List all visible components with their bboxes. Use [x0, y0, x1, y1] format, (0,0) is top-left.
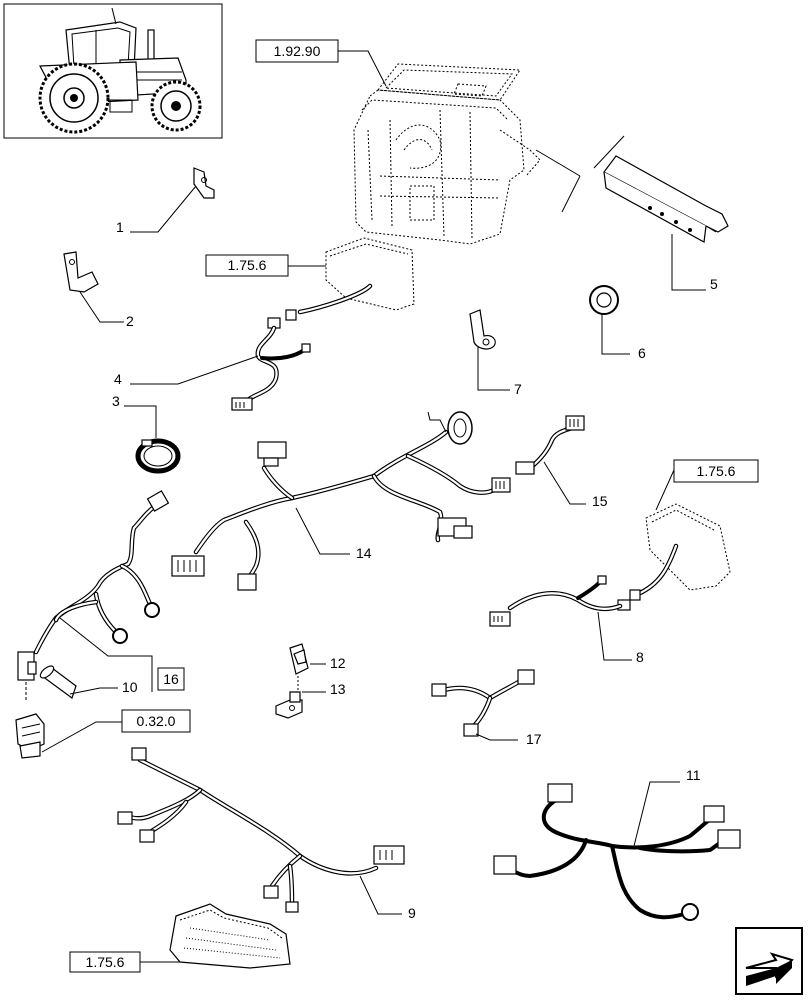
callout-14: 14: [356, 545, 372, 561]
callout-13: 13: [330, 681, 346, 697]
part-17-harness: 17: [431, 669, 542, 747]
callout-11: 11: [686, 767, 701, 783]
callout-10: 10: [122, 679, 138, 695]
part-9-harness: 9: [117, 747, 416, 921]
part-2-clip: 2: [63, 251, 134, 329]
part-6-grommet: 6: [589, 285, 646, 361]
part-4-harness: 4: [114, 283, 373, 411]
part-10-cap: 10: [39, 665, 138, 699]
callout-9: 9: [408, 905, 416, 921]
callout-8: 8: [636, 649, 644, 665]
callout-5: 5: [710, 276, 718, 292]
part-3-clamp: 3: [112, 393, 181, 474]
part-switch: 0.32.0: [15, 709, 191, 759]
cab-ref: 1.92.90: [255, 39, 387, 87]
callout-7: 7: [514, 381, 522, 397]
part-5-rail: 5: [535, 135, 729, 292]
part-7-pclip: 7: [469, 309, 522, 397]
lamp-bottom-ref-label: 1.75.6: [86, 954, 125, 970]
part-12-clip: 12: [289, 643, 346, 690]
part-14-harness: 14: [171, 411, 511, 591]
part-8-harness: 8: [489, 543, 679, 665]
callout-15: 15: [592, 493, 608, 509]
cab-ref-label: 1.92.90: [274, 43, 321, 59]
callout-17: 17: [526, 731, 542, 747]
tractor-icon: [38, 7, 202, 134]
tractor-thumbnail: [3, 3, 223, 139]
callout-4: 4: [114, 371, 122, 387]
part-13-bracket: 13: [275, 681, 346, 719]
callout-3: 3: [112, 393, 120, 409]
part-11-harness: 11: [493, 767, 741, 921]
lamp-bottom: 1.75.6: [69, 903, 291, 973]
callout-2: 2: [126, 313, 134, 329]
lamp-top-ref-label: 1.75.6: [228, 257, 267, 273]
part-16-harness: 16: [17, 490, 185, 700]
callout-6: 6: [638, 345, 646, 361]
next-page-arrow-icon[interactable]: [735, 927, 803, 995]
cab-outline: [353, 63, 541, 245]
callout-1: 1: [116, 219, 124, 235]
group-16-label: 16: [163, 671, 179, 687]
switch-ref-label: 0.32.0: [137, 713, 176, 729]
part-1-bracket: 1: [116, 167, 215, 235]
callout-12: 12: [330, 655, 346, 671]
lamp-right-outline: 1.75.6: [645, 459, 759, 591]
lamp-right-ref-label: 1.75.6: [697, 463, 736, 479]
lamp-top-outline: 1.75.6: [205, 237, 415, 311]
part-15-harness: 15: [515, 415, 608, 509]
